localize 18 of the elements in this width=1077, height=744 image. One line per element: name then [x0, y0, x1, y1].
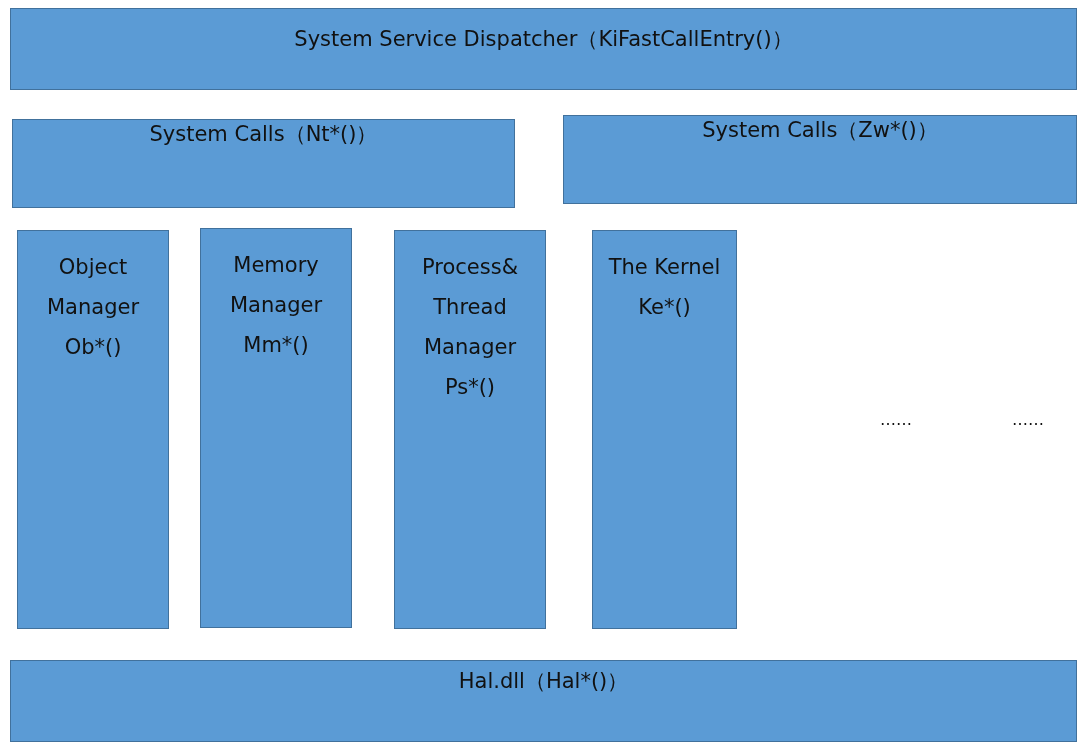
manager-column-box: [17, 230, 169, 629]
layer-label: Hal.dll（Hal*()）: [458, 668, 629, 695]
manager-column-box: [394, 230, 546, 629]
layer-label: Process& Thread Manager Ps*(): [420, 254, 519, 401]
manager-column-box: [592, 230, 737, 629]
layer-label: System Calls（Nt*()）: [149, 120, 378, 148]
manager-column-box: [200, 228, 352, 628]
ellipsis-text: ……: [1012, 410, 1044, 429]
system-calls-box: [12, 119, 515, 208]
layer-label: System Service Dispatcher（KiFastCallEntry()）: [294, 26, 793, 53]
ellipsis-text: ……: [880, 410, 912, 429]
dispatcher-layer-box: [10, 8, 1077, 90]
layer-label: Memory Manager Mm*(): [228, 252, 324, 359]
system-calls-box: [563, 115, 1077, 204]
hal-layer-box: [10, 660, 1077, 742]
layer-label: System Calls（Zw*()）: [702, 116, 938, 144]
layer-label: Object Manager Ob*(): [45, 254, 141, 361]
layer-label: The Kernel Ke*(): [608, 254, 721, 321]
